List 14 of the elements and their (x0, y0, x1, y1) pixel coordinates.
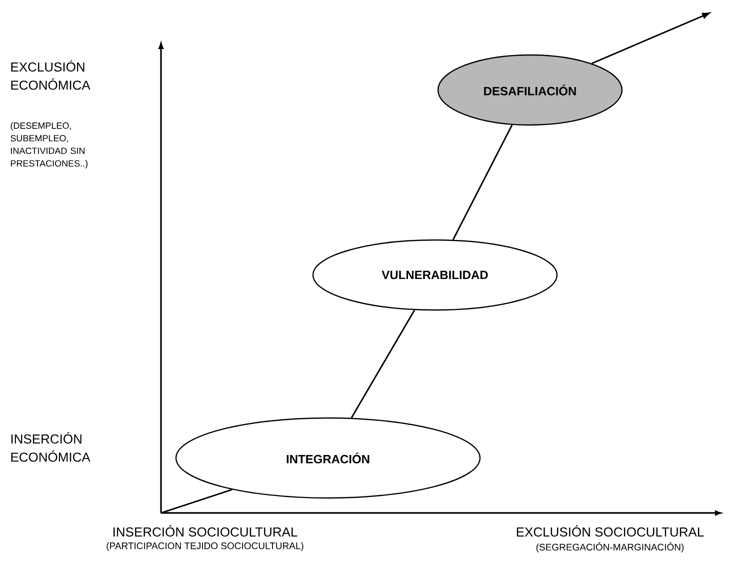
diagonal-line (452, 124, 513, 240)
axis-label: EXCLUSIÓN SOCIOCULTURAL (516, 525, 704, 537)
ellipse-node: DESAFILIACIÓN (437, 54, 623, 126)
diagonal-line (350, 310, 416, 418)
diagonal-line (592, 12, 710, 64)
axis-label: (PARTICIPACION TEJIDO SOCIOCULTURAL) (106, 542, 304, 552)
axis-label: INSERCIÓN ECONÓMICA (11, 432, 90, 462)
diagonal-line (160, 488, 232, 514)
axis-label: EXCLUSIÓN ECONÓMICA (11, 60, 90, 90)
ellipse-node: VULNERABILIDAD (312, 239, 558, 311)
ellipse-node: INTEGRACIÓN (175, 417, 481, 499)
axis-label: (DESEMPLEO, SUBEMPLEO, INACTIVIDAD SIN PRESTACIONES..) (10, 122, 88, 168)
axis-label: INSERCIÓN SOCIOCULTURAL (114, 525, 298, 537)
axis-label: (SEGREGACIÓN-MARGINACIÓN) (536, 542, 684, 552)
